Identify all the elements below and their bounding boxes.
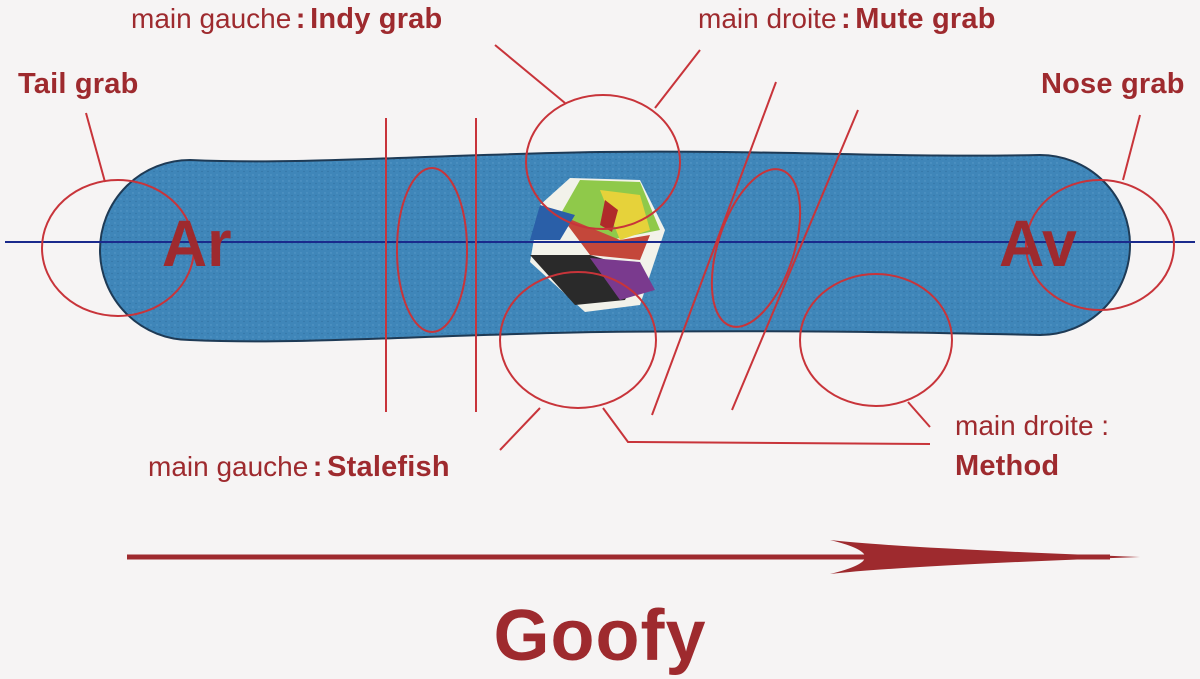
mute-zone-ellipse xyxy=(710,168,802,328)
method-leader xyxy=(602,407,931,445)
method-circle xyxy=(799,273,953,407)
stalefish-circle xyxy=(499,271,657,409)
indy-grab-separator: : xyxy=(295,3,306,35)
tail-grab-circle xyxy=(41,179,195,317)
mute-grab-label: main droite : Mute grab xyxy=(698,5,996,34)
tail-grab-label: Tail grab xyxy=(18,68,139,100)
board-rear-mark: Ar xyxy=(161,206,232,280)
mute-grab-prefix: main droite xyxy=(698,3,837,34)
mute-zone-line-left xyxy=(651,81,777,416)
direction-arrow xyxy=(127,540,1140,574)
board-front-mark: Av xyxy=(999,206,1077,280)
mute-grab-name: Mute grab xyxy=(855,3,996,35)
indy-grab-leader xyxy=(494,44,566,104)
stalefish-name: Stalefish xyxy=(327,451,450,483)
method-prefix: main droite : xyxy=(955,410,1110,441)
nose-grab-leader xyxy=(1122,114,1141,181)
nose-grab-label: Nose grab xyxy=(1041,68,1185,100)
tail-grab-leader xyxy=(85,112,106,183)
stalefish-label: main gauche : Stalefish xyxy=(148,453,450,482)
board-graphic xyxy=(530,178,665,312)
stalefish-leader xyxy=(499,407,541,451)
indy-grab-prefix: main gauche xyxy=(131,3,292,34)
stalefish-prefix: main gauche xyxy=(148,451,309,482)
stalefish-zone-ellipse xyxy=(396,167,468,333)
stalefish-separator: : xyxy=(312,451,323,483)
indy-grab-circle xyxy=(525,94,681,230)
nose-grab-circle xyxy=(1025,179,1175,311)
method-leader-tick xyxy=(907,401,931,428)
mute-grab-separator: : xyxy=(840,3,851,35)
mute-zone-line-right xyxy=(731,109,859,411)
indy-grab-label: main gauche : Indy grab xyxy=(131,5,442,34)
method-name: Method xyxy=(955,450,1060,482)
indy-grab-name: Indy grab xyxy=(310,3,443,35)
mute-grab-leader xyxy=(654,49,701,109)
goofy-title: Goofy xyxy=(493,596,707,676)
